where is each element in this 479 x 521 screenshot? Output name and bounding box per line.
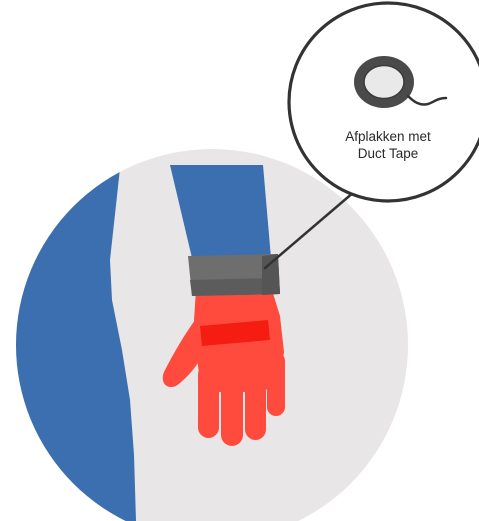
callout-label: Afplakken met Duct Tape <box>290 128 479 162</box>
callout-label-line2: Duct Tape <box>290 145 479 162</box>
glove-finger-2 <box>221 366 243 446</box>
wrist-tape <box>188 254 280 296</box>
glove-finger-4 <box>267 352 285 416</box>
suit-body <box>0 150 136 521</box>
callout-label-line1: Afplakken met <box>290 128 479 145</box>
glove-finger-1 <box>198 364 219 438</box>
glove-finger-3 <box>245 364 266 440</box>
